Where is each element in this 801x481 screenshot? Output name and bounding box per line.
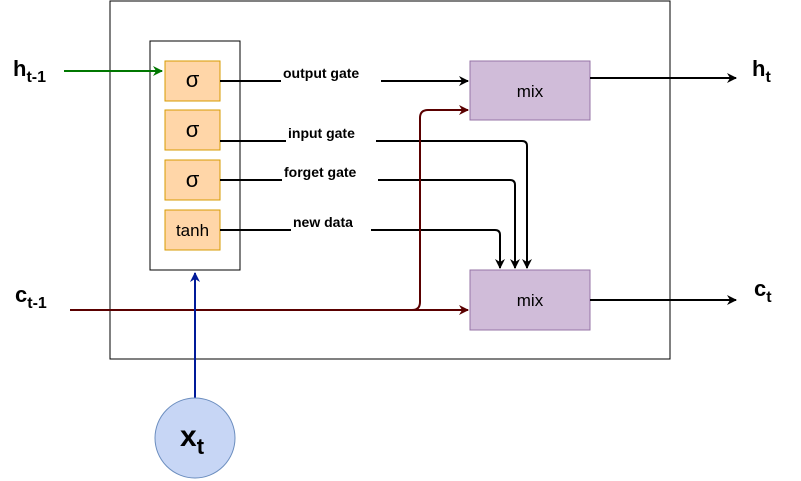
label-bg (281, 64, 381, 82)
activation-box (164, 209, 221, 251)
h-out-main: h (752, 56, 765, 81)
c-out-sub: t (766, 289, 772, 306)
h-prev-sub: t-1 (26, 69, 46, 86)
label-bg (282, 163, 378, 181)
activation-label: σ (186, 117, 200, 142)
mix-label: mix (517, 82, 544, 101)
new-data-label: new data (293, 214, 353, 230)
activation-box (164, 159, 221, 201)
input-gate-label: input gate (288, 125, 355, 141)
activation-box (164, 60, 221, 102)
activation-tanh: tanh (164, 209, 221, 251)
x-sub: t (197, 434, 205, 459)
h-output-label: ht (752, 56, 771, 86)
h-prev-label: ht-1 (13, 56, 46, 86)
activation-label: σ (186, 67, 200, 92)
activation-sigma-input: σ (164, 109, 221, 151)
x-input-node (154, 397, 236, 479)
c-prev-label: ct-1 (15, 282, 47, 312)
activation-box (164, 109, 221, 151)
label-bg (291, 213, 371, 231)
new-data-arrow (220, 229, 505, 269)
mix-rect (469, 60, 591, 121)
x-main: x (180, 420, 197, 453)
c-prev-sub: t-1 (27, 295, 47, 312)
c-out-main: c (754, 276, 766, 301)
forget-gate-arrow (220, 179, 520, 269)
activation-sigma-forget: σ (164, 159, 221, 201)
activation-label: σ (186, 167, 200, 192)
c-output-label: ct (754, 276, 772, 306)
forget-gate-label: forget gate (284, 164, 357, 180)
label-bg (286, 124, 376, 142)
h-out-sub: t (765, 69, 771, 86)
input-gate-arrow (220, 140, 532, 269)
c-branch-arrow (411, 105, 469, 311)
output-gate-label: output gate (283, 65, 359, 81)
h-prev-main: h (13, 56, 26, 81)
mix-label: mix (517, 291, 544, 310)
mix-rect (469, 269, 591, 331)
mix-box-bottom: mix (469, 269, 591, 331)
c-prev-main: c (15, 282, 27, 307)
activation-label: tanh (176, 221, 209, 240)
mix-box-top: mix (469, 60, 591, 121)
x-input-label: xt (180, 420, 205, 459)
activation-sigma-output: σ (164, 60, 221, 102)
